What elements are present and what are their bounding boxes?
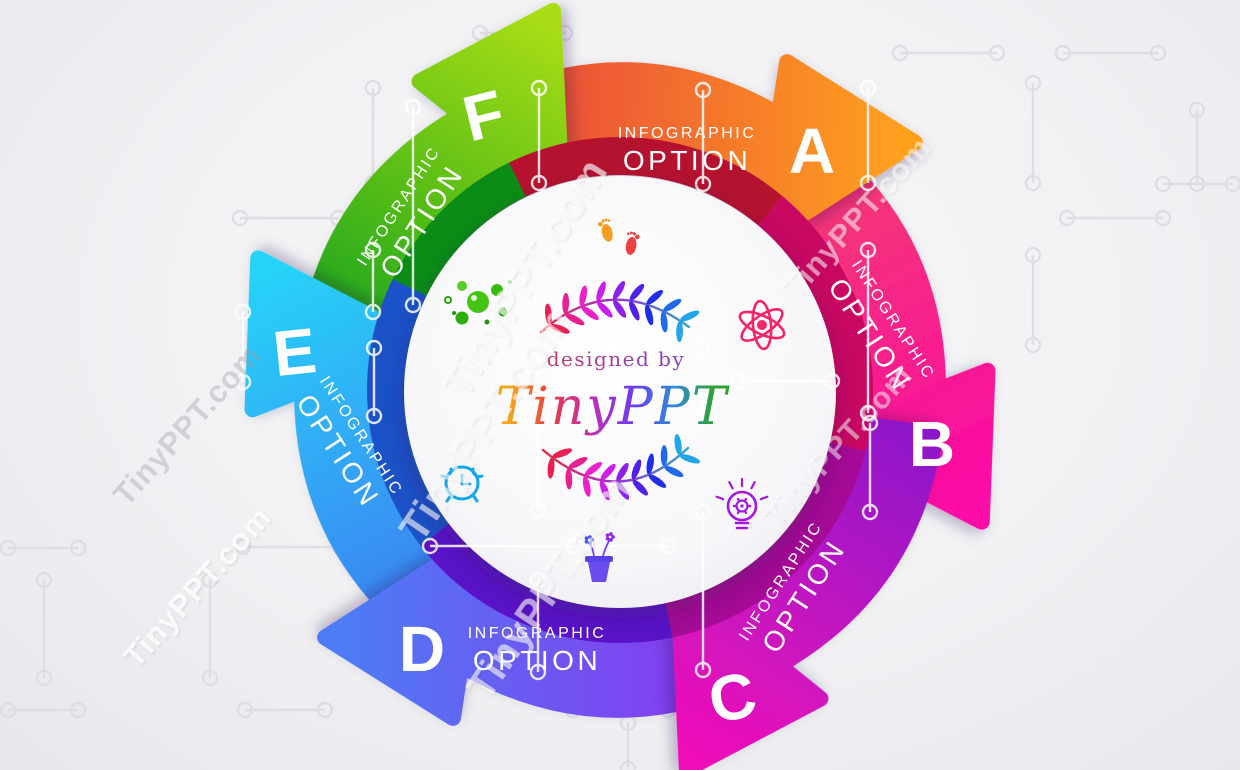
connector-node-line xyxy=(1054,44,1167,62)
option-d-line2: OPTION xyxy=(473,645,601,676)
connector-node-line xyxy=(35,571,53,687)
connector-node-line xyxy=(859,241,877,422)
connector-node-line xyxy=(201,571,219,687)
connector-node-line xyxy=(364,241,382,321)
option-a-letter: A xyxy=(789,115,835,187)
option-e-letter: E xyxy=(270,314,320,390)
option-d-letter: D xyxy=(399,613,445,685)
center-art xyxy=(440,218,786,582)
designed-by-text: designed by xyxy=(547,347,686,371)
connector-node-line xyxy=(1058,209,1172,227)
brand-script-text: TinyPPT xyxy=(496,377,730,437)
alarm-clock-icon xyxy=(440,465,484,503)
watermark-text: TinyPPT.com xyxy=(116,500,278,675)
connector-node-line xyxy=(234,303,252,391)
footprints-icon xyxy=(598,218,640,255)
connector-node-line xyxy=(1188,101,1206,193)
arrow-fold-b xyxy=(758,196,873,452)
connector-node-line xyxy=(1024,74,1042,192)
connector-node-line xyxy=(0,701,87,719)
connector-node-line xyxy=(619,714,637,770)
connector-node-line xyxy=(365,339,383,425)
arrow-fold-shadows xyxy=(367,137,873,643)
watermark-text: TinyPPT.com xyxy=(106,338,268,513)
option-a-line1: INFOGRAPHIC xyxy=(618,125,757,142)
connector-node-line xyxy=(565,537,677,555)
connector-node-line xyxy=(236,701,334,719)
arrow-fold-e xyxy=(367,279,451,546)
option-d-line1: INFOGRAPHIC xyxy=(468,625,607,642)
connector-node-line xyxy=(231,209,347,227)
connector-node-line xyxy=(729,372,841,390)
connector-node-line xyxy=(694,503,712,679)
connector-node-line xyxy=(694,81,712,193)
connector-node-line xyxy=(693,339,711,426)
arrow-fold-d xyxy=(420,522,673,643)
option-d-label: INFOGRAPHIC OPTION xyxy=(468,625,607,676)
connector-node-line xyxy=(530,79,548,192)
laurel-branch xyxy=(539,280,700,343)
lightbulb-gear-icon xyxy=(715,477,769,530)
connector-node-line xyxy=(0,539,87,557)
connector-node-line xyxy=(891,44,1006,62)
overlay-connectors xyxy=(234,79,879,681)
option-a-label: INFOGRAPHIC OPTION xyxy=(618,125,757,176)
bubbles-icon xyxy=(444,280,512,325)
arrow-fold-f xyxy=(392,162,527,297)
laurel-branch xyxy=(541,434,701,501)
connector-node-line xyxy=(404,98,422,314)
option-a-line2: OPTION xyxy=(623,145,751,176)
connector-node-line xyxy=(859,79,877,192)
connector-node-line xyxy=(529,411,547,519)
branding: designed by TinyPPT xyxy=(496,347,730,437)
option-b-letter: B xyxy=(909,408,955,480)
flower-pot-icon xyxy=(584,532,615,582)
cycle-arrows xyxy=(244,2,996,770)
connector-node-line xyxy=(861,414,879,521)
connector-node-line xyxy=(1024,246,1042,354)
atom-icon xyxy=(738,299,786,351)
connector-node-line xyxy=(529,571,547,681)
